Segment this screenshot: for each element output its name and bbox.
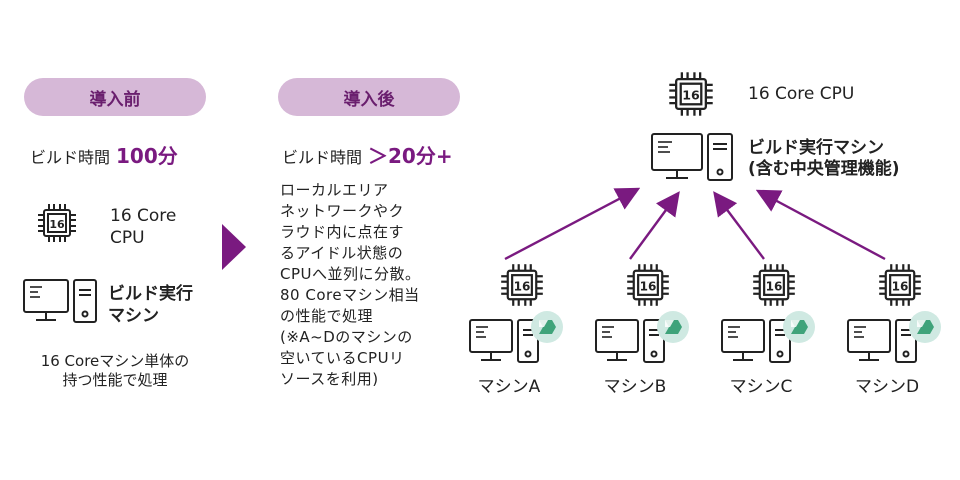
before-cpu-label: 16 Core CPU bbox=[110, 206, 177, 248]
cpu-chip-icon: 16 bbox=[751, 262, 797, 308]
arrow-d bbox=[755, 189, 886, 261]
computer-icon bbox=[22, 278, 98, 326]
agent-badge-icon bbox=[908, 310, 942, 348]
after-title-pill: 導入後 bbox=[278, 78, 460, 116]
cpu-chip-icon: 16 bbox=[877, 262, 923, 308]
after-build-time: ビルド時間 ＞20分+ bbox=[282, 140, 453, 169]
cpu-chip-number: 16 bbox=[514, 279, 531, 293]
arrow-b bbox=[629, 191, 680, 260]
after-title: 導入後 bbox=[343, 89, 395, 110]
central-machine-label: ビルド実行マシン (含む中央管理機能) bbox=[748, 138, 900, 179]
machine-name: マシンB bbox=[603, 377, 667, 397]
after-build-time-value: ＞20分+ bbox=[368, 144, 453, 168]
cpu-chip-icon: 16 bbox=[499, 262, 545, 308]
before-title: 導入前 bbox=[89, 89, 141, 110]
before-title-pill: 導入前 bbox=[24, 78, 206, 116]
before-build-time-value: 100分 bbox=[116, 144, 178, 168]
agent-badge-icon bbox=[530, 310, 564, 348]
cpu-chip-icon: 16 bbox=[36, 202, 78, 244]
cpu-chip-icon: 16 bbox=[625, 262, 671, 308]
agent-badge-icon bbox=[782, 310, 816, 348]
before-build-time: ビルド時間 100分 bbox=[30, 140, 178, 169]
cpu-chip-number: 16 bbox=[682, 88, 700, 103]
arrow-a bbox=[504, 187, 641, 261]
after-build-time-label: ビルド時間 bbox=[282, 148, 363, 167]
arrow-c bbox=[713, 191, 765, 260]
before-build-time-label: ビルド時間 bbox=[30, 148, 111, 167]
machine-name: マシンD bbox=[854, 377, 920, 397]
cpu-chip-number: 16 bbox=[640, 279, 657, 293]
machine-name: マシンC bbox=[729, 377, 793, 397]
central-cpu-label: 16 Core CPU bbox=[748, 84, 855, 104]
cpu-chip-number: 16 bbox=[766, 279, 783, 293]
computer-icon bbox=[720, 318, 794, 366]
machine-name: マシンA bbox=[477, 377, 541, 397]
computer-icon bbox=[650, 132, 736, 184]
before-machine-label: ビルド実行 マシン bbox=[108, 284, 193, 326]
computer-icon bbox=[846, 318, 920, 366]
agent-badge-icon bbox=[656, 310, 690, 348]
before-note: 16 Coreマシン単体の 持つ性能で処理 bbox=[40, 352, 190, 389]
arrow-right-icon bbox=[222, 224, 246, 274]
after-description: ローカルエリア ネットワークやク ラウド内に点在す るアイドル状態の CPUへ並… bbox=[280, 181, 421, 388]
cpu-chip-icon: 16 bbox=[667, 70, 715, 118]
cpu-chip-number: 16 bbox=[49, 218, 65, 231]
computer-icon bbox=[594, 318, 668, 366]
cpu-chip-number: 16 bbox=[892, 279, 909, 293]
